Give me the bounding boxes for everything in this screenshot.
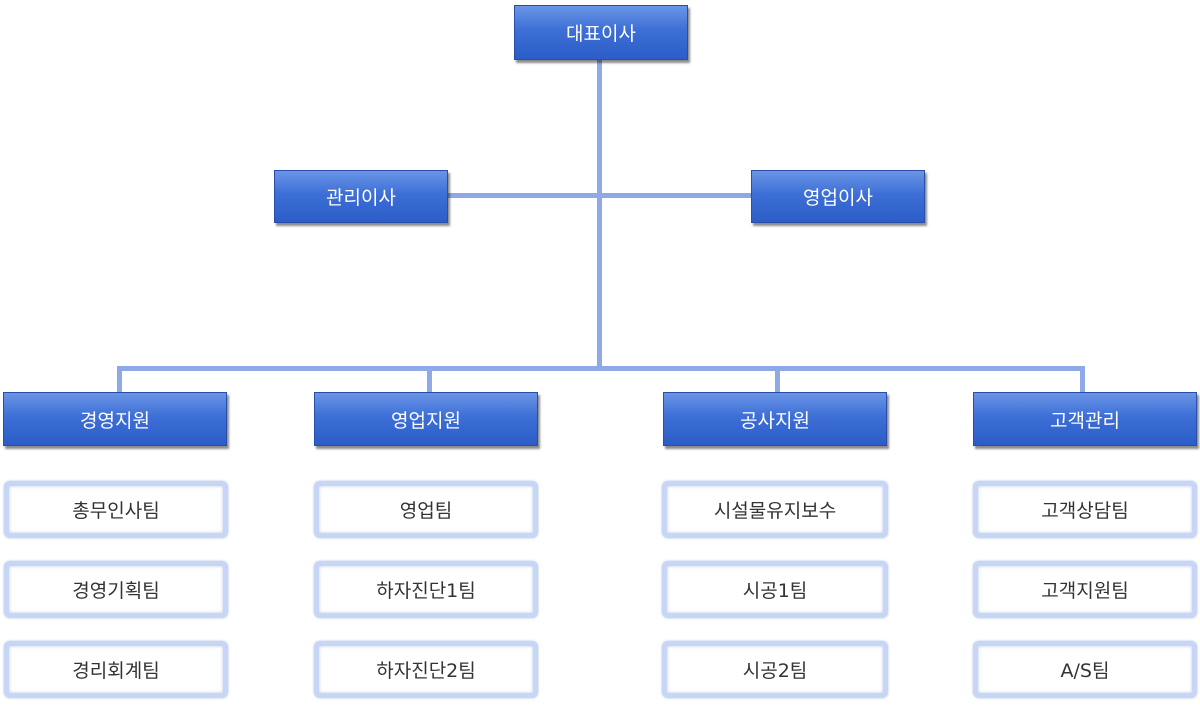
director-label: 관리이사 (326, 187, 396, 209)
team-box: 하자진단1팀 (314, 561, 538, 618)
connector-division-1 (117, 366, 122, 393)
director-box-admin: 관리이사 (274, 170, 448, 223)
ceo-box: 대표이사 (514, 5, 688, 60)
connector-divisions-bar (117, 366, 1085, 371)
division-box: 고객관리 (973, 392, 1197, 446)
team-label: 시공2팀 (742, 660, 808, 682)
division-box: 경영지원 (3, 392, 227, 446)
connector-division-2 (427, 366, 432, 393)
division-label: 고객관리 (1050, 409, 1120, 432)
team-label: 경리회계팀 (72, 660, 160, 682)
division-label: 영업지원 (391, 409, 461, 432)
team-box: 고객상담팀 (973, 481, 1197, 538)
team-box: 시공1팀 (662, 561, 888, 618)
team-box: 시공2팀 (662, 641, 888, 698)
connector-division-4 (1080, 366, 1085, 393)
team-box: 하자진단2팀 (314, 641, 538, 698)
team-label: 시공1팀 (742, 580, 808, 602)
team-label: A/S팀 (1060, 660, 1110, 682)
team-label: 하자진단2팀 (376, 660, 476, 682)
team-box: 영업팀 (314, 481, 538, 538)
division-box: 영업지원 (314, 392, 538, 446)
team-label: 영업팀 (399, 500, 453, 522)
team-box: 경리회계팀 (4, 641, 228, 698)
team-box: A/S팀 (973, 641, 1197, 698)
team-label: 경영기획팀 (72, 580, 160, 602)
division-label: 경영지원 (80, 409, 150, 432)
director-box-sales: 영업이사 (751, 170, 925, 223)
team-label: 하자진단1팀 (376, 580, 476, 602)
division-box: 공사지원 (663, 392, 887, 446)
team-label: 고객지원팀 (1041, 580, 1129, 602)
team-box: 시설물유지보수 (662, 481, 888, 538)
team-label: 시설물유지보수 (713, 500, 837, 522)
team-label: 총무인사팀 (72, 500, 160, 522)
team-box: 경영기획팀 (4, 561, 228, 618)
ceo-label: 대표이사 (566, 23, 636, 45)
connector-division-3 (775, 366, 780, 393)
team-box: 고객지원팀 (973, 561, 1197, 618)
team-label: 고객상담팀 (1041, 500, 1129, 522)
division-label: 공사지원 (740, 409, 810, 432)
connector-trunk (597, 60, 602, 371)
connector-directors (447, 193, 752, 198)
team-box: 총무인사팀 (4, 481, 228, 538)
director-label: 영업이사 (803, 187, 873, 209)
